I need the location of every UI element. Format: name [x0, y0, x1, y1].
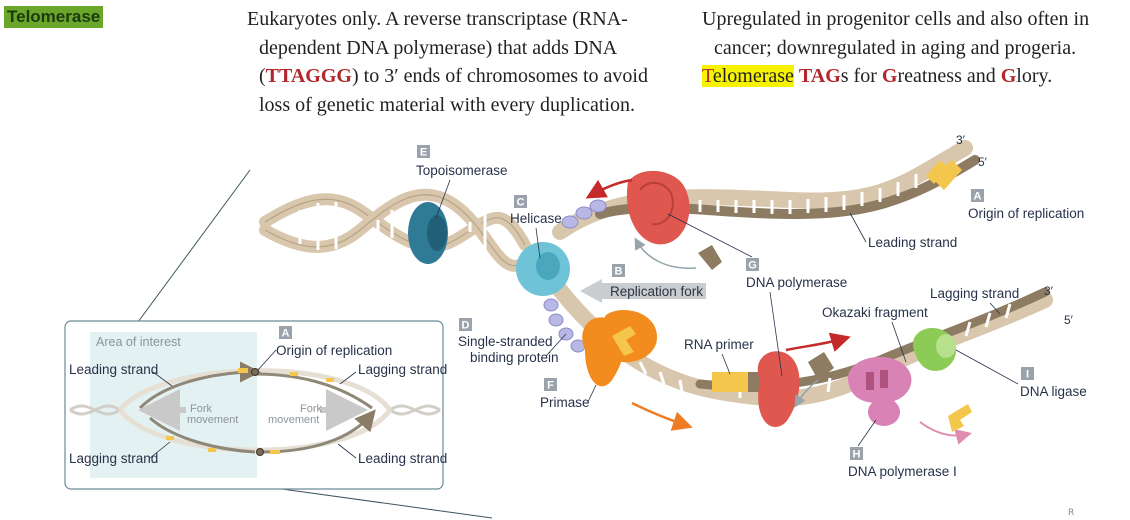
helicase — [516, 242, 570, 296]
svg-text:G: G — [748, 260, 757, 272]
paren-open: ( — [259, 65, 266, 87]
label-topoisomerase: E Topoisomerase — [416, 145, 508, 219]
free-nucleotide — [698, 245, 722, 270]
polymerase-i-arrow — [919, 421, 972, 445]
zoom-line — [137, 169, 251, 323]
inset-leading-top-left: Leading strand — [69, 362, 158, 377]
svg-text:Origin of replication: Origin of replication — [968, 206, 1084, 221]
topic-tag: Telomerase — [4, 6, 104, 28]
clinical-line: Upregulated in progenitor cells and also… — [702, 8, 1090, 30]
end-5-top: 5′ — [978, 155, 988, 169]
svg-text:DNA ligase: DNA ligase — [1020, 384, 1087, 399]
end-5-mid: 5′ — [1064, 313, 1074, 327]
label-ssb: D Single-stranded binding protein — [458, 318, 567, 365]
removed-primer — [948, 404, 972, 432]
fork-movement-left-1: Fork — [190, 403, 213, 415]
primase-arrow — [631, 401, 693, 431]
fork-movement-left-2: movement — [187, 414, 238, 426]
fork-movement-right-2: movement — [268, 414, 319, 426]
mnemonic-line: Telomerase TAGs for Greatness and Glory. — [702, 65, 1053, 87]
inset-origin-label: Origin of replication — [276, 343, 392, 358]
svg-text:E: E — [420, 147, 427, 159]
free-nucleotide — [808, 352, 834, 380]
zoom-line — [281, 488, 493, 519]
end-3-mid: 3′ — [1044, 284, 1054, 298]
label-helicase: C Helicase — [510, 195, 562, 259]
svg-text:Okazaki fragment: Okazaki fragment — [822, 305, 928, 320]
dna-ligase — [912, 328, 957, 371]
svg-text:Primase: Primase — [540, 395, 590, 410]
inset-lagging-bottom-left: Lagging strand — [69, 451, 158, 466]
definition-line: (TTAGGG) to 3′ ends of chromosomes to av… — [247, 62, 687, 91]
definition-text: Eukaryotes only. A reverse transcriptase… — [247, 5, 687, 119]
definition-line: Eukaryotes only. A reverse transcriptase… — [247, 8, 628, 30]
label-okazaki-fragment: Okazaki fragment — [822, 305, 928, 363]
nucleotide-arrow — [634, 237, 697, 269]
svg-text:Replication fork: Replication fork — [610, 284, 703, 299]
label-rna-primer: RNA primer — [684, 337, 754, 375]
svg-text:A: A — [974, 191, 982, 203]
label-dna-polymerase: G DNA polymerase — [667, 213, 847, 377]
svg-text:D: D — [462, 320, 470, 332]
label-dna-ligase: I DNA ligase — [955, 349, 1087, 399]
svg-text:binding protein: binding protein — [470, 350, 559, 365]
definition-line: loss of genetic material with every dupl… — [259, 93, 635, 116]
svg-text:Topoisomerase: Topoisomerase — [416, 163, 508, 178]
svg-text:I: I — [1026, 369, 1029, 381]
label-dna-polymerase-i: H DNA polymerase I — [848, 419, 957, 479]
parental-helix — [259, 188, 531, 272]
fork-movement-right-1: Fork — [300, 403, 323, 415]
svg-text:Lagging strand: Lagging strand — [930, 286, 1019, 301]
label-leading-strand: Leading strand — [849, 212, 957, 250]
inset-lagging-top-right: Lagging strand — [358, 362, 447, 377]
dna-polymerase-lagging — [757, 351, 800, 427]
inset-badge-a: A — [282, 328, 290, 340]
lagging-direction-arrow — [785, 332, 851, 352]
topoisomerase — [408, 202, 448, 264]
dna-polymerase-leading — [626, 170, 690, 245]
svg-text:DNA polymerase: DNA polymerase — [746, 275, 847, 290]
mnemonic-highlight: Telomerase — [702, 65, 794, 87]
label-origin-of-replication: A Origin of replication — [968, 189, 1084, 221]
svg-text:DNA polymerase I: DNA polymerase I — [848, 464, 957, 479]
telomere-sequence: TTAGGG — [265, 65, 352, 87]
label-lagging-strand: Lagging strand — [930, 286, 1019, 315]
primase — [582, 310, 658, 387]
leading-direction-arrow — [585, 178, 633, 199]
svg-text:Single-stranded: Single-stranded — [458, 334, 553, 349]
label-replication-fork: B Replication fork — [610, 264, 703, 299]
svg-text:RNA primer: RNA primer — [684, 337, 754, 352]
replication-fork-arrow — [580, 279, 706, 303]
area-of-interest-label: Area of interest — [96, 335, 181, 349]
label-primase: F Primase — [540, 378, 597, 410]
definition-line: dependent DNA polymerase) that adds DNA — [259, 36, 618, 59]
end-3-top: 3′ — [956, 133, 966, 147]
watermark: R — [1068, 508, 1075, 518]
definition-rest: ) to 3′ ends of chromosomes to avoid — [351, 65, 648, 87]
mnemonic-tag: TAG — [798, 65, 841, 87]
dna-polymerase-i — [847, 356, 912, 426]
inset-panel: Area of interest Fork movement Fork move… — [64, 320, 447, 490]
leading-duplex — [552, 140, 980, 240]
clinical-line: cancer; downregulated in aging and proge… — [714, 36, 1077, 59]
svg-text:F: F — [547, 380, 554, 392]
ssb-proteins — [543, 199, 607, 353]
clinical-text: Upregulated in progenitor cells and also… — [702, 5, 1130, 91]
svg-text:C: C — [517, 197, 525, 209]
svg-text:H: H — [853, 449, 861, 461]
nucleotide-arrow — [794, 379, 819, 408]
inset-leading-bottom-right: Leading strand — [358, 451, 447, 466]
svg-text:Helicase: Helicase — [510, 211, 562, 226]
svg-text:Leading strand: Leading strand — [868, 235, 957, 250]
svg-text:B: B — [615, 266, 623, 278]
